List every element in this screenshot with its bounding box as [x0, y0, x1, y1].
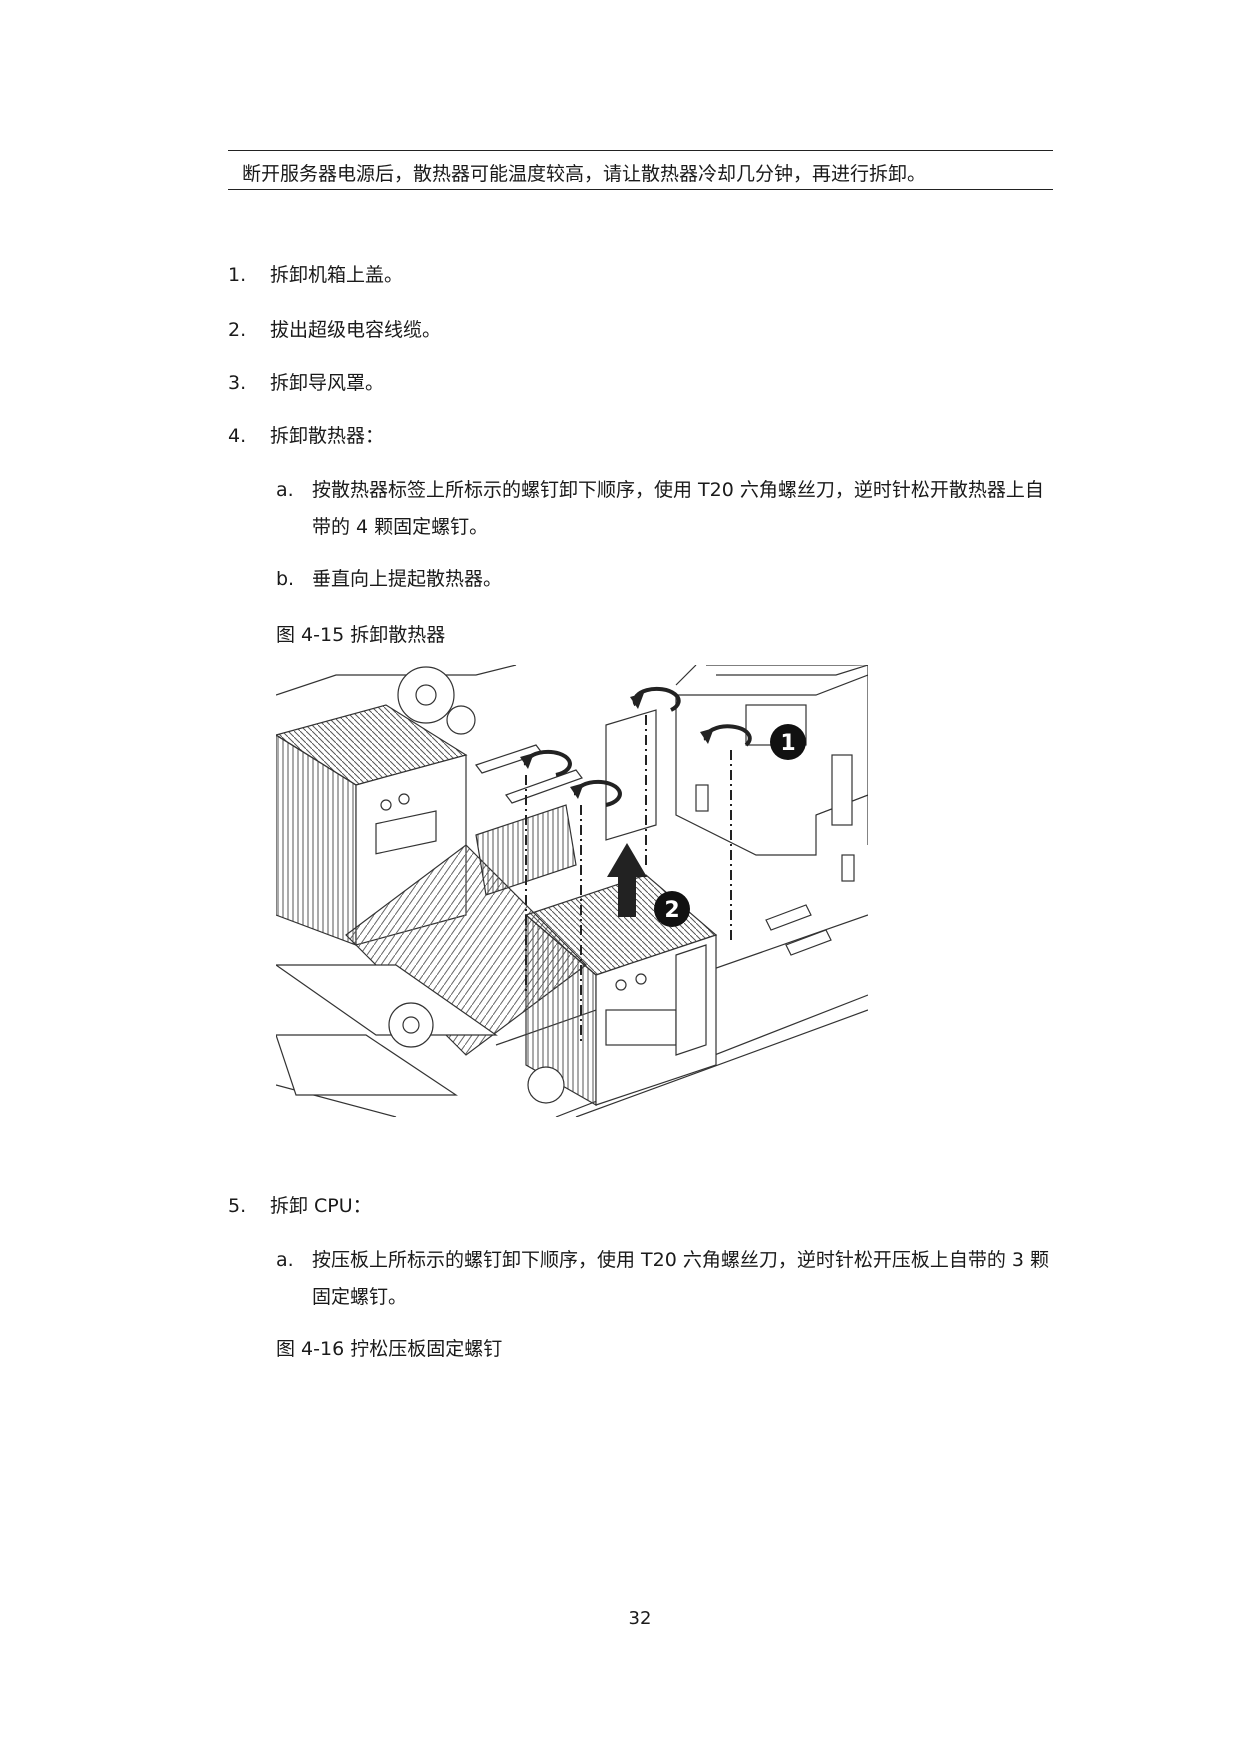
- step-number: 5.: [228, 1195, 247, 1217]
- callout-1-icon: 1: [770, 724, 806, 760]
- step-text: 拆卸导风罩。: [270, 372, 385, 394]
- step-number: 1.: [228, 264, 247, 286]
- figure-4-16-caption: 图 4-16 拧松压板固定螺钉: [276, 1338, 503, 1360]
- callout-2-icon: 2: [654, 891, 690, 927]
- substep-letter: b.: [276, 568, 295, 590]
- substep-text: 垂直向上提起散热器。: [312, 568, 503, 590]
- step-2: 2. 拔出超级电容线缆。: [228, 315, 441, 342]
- step-text: 拆卸 CPU：: [270, 1195, 372, 1217]
- substep-text: 按散热器标签上所标示的螺钉卸下顺序，使用 T20 六角螺丝刀，逆时针松开散热器上…: [312, 479, 1044, 538]
- step-4: 4. 拆卸散热器：: [228, 421, 384, 448]
- step-3: 3. 拆卸导风罩。: [228, 368, 384, 395]
- step-number: 2.: [228, 319, 247, 341]
- substep-letter: a.: [276, 1249, 294, 1271]
- step-text: 拆卸机箱上盖。: [270, 264, 404, 286]
- page-number: 32: [628, 1608, 652, 1629]
- figure-4-15-caption: 图 4-15 拆卸散热器: [276, 624, 446, 646]
- step-text: 拆卸散热器：: [270, 425, 385, 447]
- heatsink-removal-illustration: 1 2: [276, 665, 868, 1117]
- step-number: 4.: [228, 425, 247, 447]
- substep-letter: a.: [276, 479, 294, 501]
- substep-5a: a. 按压板上所标示的螺钉卸下顺序，使用 T20 六角螺丝刀，逆时针松开压板上自…: [276, 1242, 1056, 1316]
- note-box: 断开服务器电源后，散热器可能温度较高，请让散热器冷却几分钟，再进行拆卸。: [228, 150, 1053, 190]
- step-1: 1. 拆卸机箱上盖。: [228, 260, 403, 287]
- callout-1-label: 1: [780, 731, 795, 756]
- step-number: 3.: [228, 372, 247, 394]
- callout-2-label: 2: [664, 898, 679, 923]
- substep-text: 按压板上所标示的螺钉卸下顺序，使用 T20 六角螺丝刀，逆时针松开压板上自带的 …: [312, 1249, 1050, 1308]
- substep-4a: a. 按散热器标签上所标示的螺钉卸下顺序，使用 T20 六角螺丝刀，逆时针松开散…: [276, 472, 1056, 546]
- substep-4b: b. 垂直向上提起散热器。: [276, 561, 1056, 598]
- step-text: 拔出超级电容线缆。: [270, 319, 442, 341]
- step-5: 5. 拆卸 CPU：: [228, 1191, 372, 1218]
- note-text: 断开服务器电源后，散热器可能温度较高，请让散热器冷却几分钟，再进行拆卸。: [242, 163, 927, 185]
